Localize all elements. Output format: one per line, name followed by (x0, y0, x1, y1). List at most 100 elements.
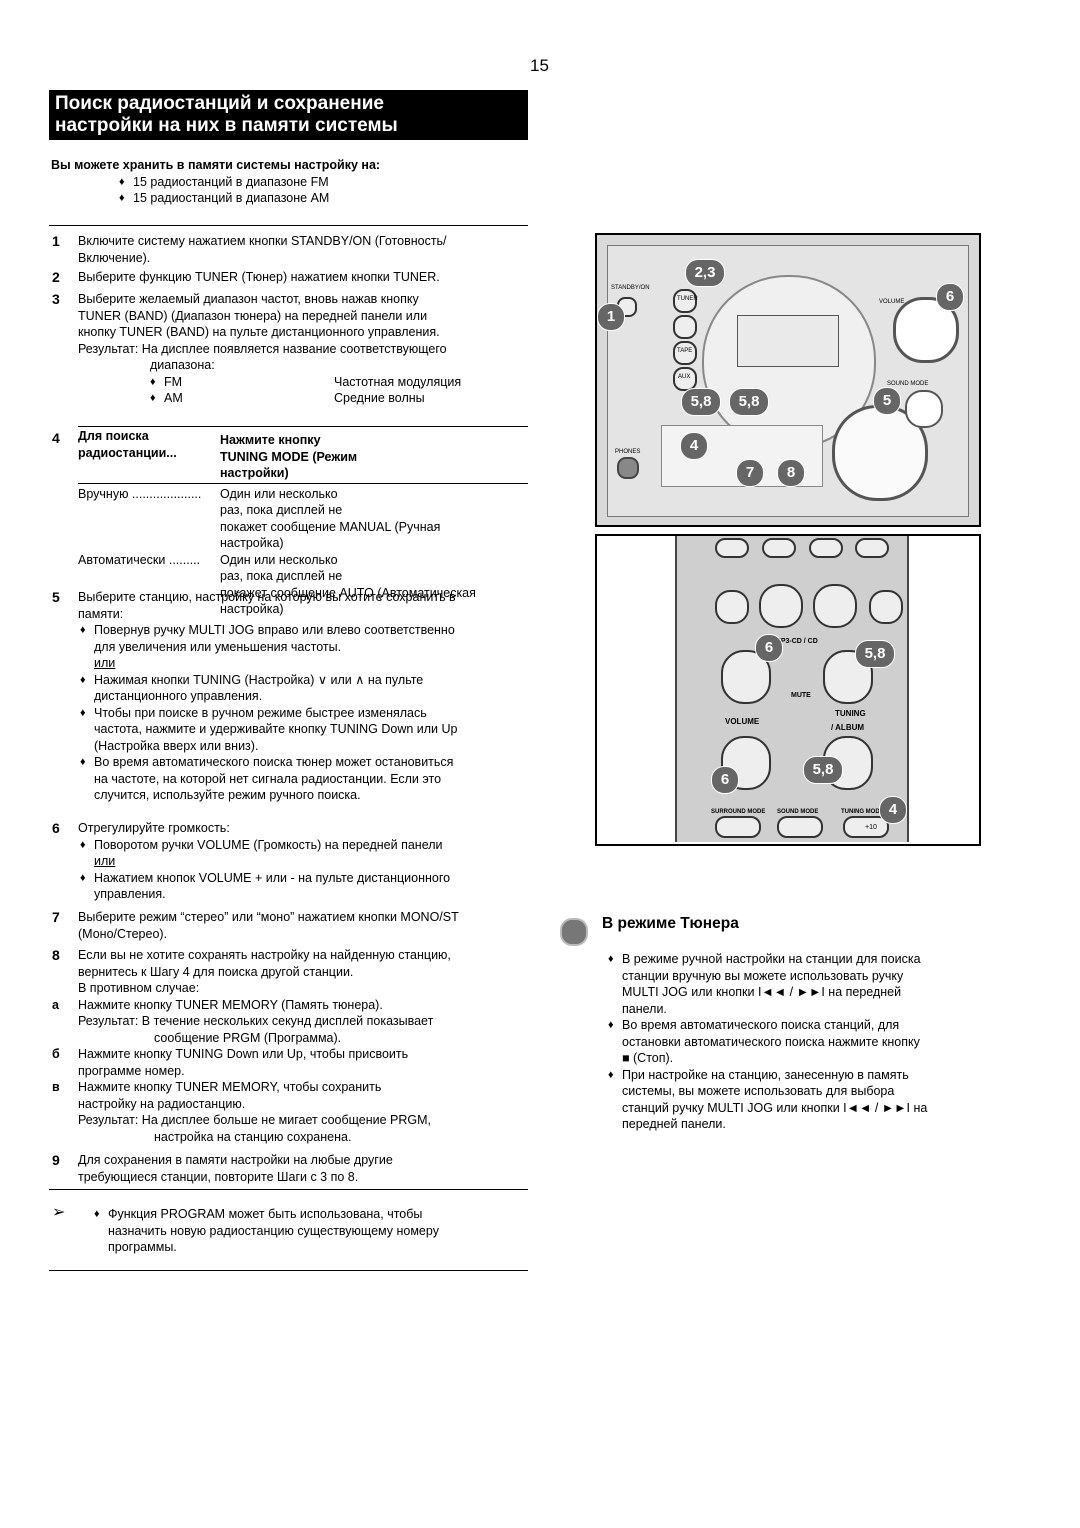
step-9-line-1: Для сохранения в памяти настройки на люб… (78, 1153, 393, 1167)
note: Функция PROGRAM может быть использована,… (92, 1206, 528, 1256)
step-number: 5 (52, 589, 60, 605)
bullet-line: передней панели. (622, 1117, 726, 1131)
table-row: Автоматически ......... Один или несколь… (78, 552, 528, 618)
page-number: 15 (530, 56, 549, 75)
bullet-line: панели. (622, 1001, 667, 1016)
table-header-1a: Для поиска (78, 429, 149, 443)
table-header-1b: радиостанции... (78, 445, 177, 460)
search-table: Для поиска радиостанции... Нажмите кнопк… (78, 428, 528, 618)
step-9: 9 Для сохранения в памяти настройки на л… (52, 1152, 522, 1185)
manual-line-2: покажет сообщение MANUAL (Ручная (220, 519, 441, 534)
step-3-line-4: Результат: На дисплее появляется названи… (78, 341, 447, 356)
bullet-line: станций ручку MULTI JOG или кнопки I◄◄ /… (622, 1100, 928, 1115)
auto-line-3: настройка) (220, 602, 284, 616)
standby-label: STANDBY/ON (611, 285, 650, 291)
stop-button (762, 538, 796, 558)
intro-section: Вы можете хранить в памяти системы настр… (51, 157, 521, 207)
substep-line: Нажмите кнопку TUNING Down или Up, чтобы… (78, 1047, 409, 1061)
step-badge: 5,8 (803, 756, 843, 784)
substep-result: Результат: На дисплее больше не мигает с… (78, 1113, 432, 1127)
plus10-label: +10 (865, 824, 877, 831)
front-panel-illustration: STANDBY/ON TUNER TAPE AUX PHONES VOLUME … (595, 233, 981, 527)
divider (78, 426, 528, 427)
tuner-bullet-1: В режиме ручной настройки на станции для… (606, 951, 986, 1017)
step-number: 9 (52, 1152, 60, 1168)
bullet-line: Повернув ручку MULTI JOG вправо или влев… (94, 623, 455, 637)
fast-forward-button (855, 538, 889, 558)
step-2: 2 Выберите функцию TUNER (Тюнер) нажатие… (52, 269, 522, 286)
step-1-line-1: Включите систему нажатием кнопки STANDBY… (78, 234, 447, 248)
substep-b: б Нажмите кнопку TUNING Down или Up, что… (52, 1046, 522, 1079)
band-fm: FM (148, 374, 334, 391)
tuner-bullet-3: При настройке на станцию, занесенную в п… (606, 1067, 986, 1133)
divider (49, 1189, 528, 1190)
substep-c: в Нажмите кнопку TUNER MEMORY, чтобы сох… (52, 1079, 522, 1145)
step-6-line-1: Отрегулируйте громкость: (78, 821, 230, 835)
step-6-bullet-2: Нажатием кнопок VOLUME + или - на пульте… (78, 870, 522, 903)
note-arrow-icon: ➢ (52, 1204, 66, 1221)
step-7: 7 Выберите режим “стерео” или “моно” наж… (52, 909, 522, 942)
phones-label: PHONES (615, 449, 641, 455)
divider (49, 225, 528, 226)
tuner-mode-section: В режиме ручной настройки на станции для… (606, 951, 986, 1133)
remote-illustration: MP3-CD / CD MUTE VOLUME TUNING / ALBUM S… (595, 534, 981, 846)
or-label: или (94, 656, 116, 670)
step-badge: 1 (597, 303, 625, 331)
step-3-line-1: Выберите желаемый диапазон частот, вновь… (78, 292, 419, 306)
step-1-line-2: Включение). (78, 250, 151, 265)
bullet-line: Во время автоматического поиска станций,… (622, 1018, 900, 1032)
auto-label: Автоматически ......... (78, 552, 201, 567)
title-line-1: Поиск радиостанций и сохранение (55, 93, 384, 114)
step-badge: 5 (873, 387, 901, 415)
step-3-line-2: TUNER (BAND) (Диапазон тюнера) на передн… (78, 308, 428, 323)
mute-label: MUTE (791, 692, 811, 699)
tuner-mode-heading: В режиме Тюнера (602, 915, 739, 932)
note-line: назначить новую радиостанцию существующе… (108, 1223, 439, 1238)
step-1: 1 Включите систему нажатием кнопки STAND… (52, 233, 522, 266)
substep-mark: в (52, 1080, 60, 1094)
tape-button (673, 341, 697, 365)
substep-result: настройка на станцию сохранена. (154, 1129, 352, 1144)
volume-label: VOLUME (879, 299, 905, 305)
step-6-bullet-1: Поворотом ручки VOLUME (Громкость) на пе… (78, 837, 522, 870)
step-5-line-2: памяти: (78, 606, 124, 621)
bullet-line: Поворотом ручки VOLUME (Громкость) на пе… (94, 837, 443, 852)
step-7-line-1: Выберите режим “стерео” или “моно” нажат… (78, 910, 459, 924)
step-number: 8 (52, 947, 60, 963)
substep-mark: а (52, 997, 59, 1012)
table-header-2b: настройки) (220, 466, 289, 480)
step-number: 3 (52, 291, 60, 307)
bullet-line: ■ (Стоп). (622, 1051, 674, 1065)
step-number: 2 (52, 269, 60, 285)
step-8-line-3: В противном случае: (78, 981, 200, 995)
step-badge: 5,8 (855, 640, 895, 668)
auto-line-2: покажет сообщение AUTO (Автоматическая (220, 585, 476, 600)
step-badge: 6 (936, 283, 964, 311)
tape-label: TAPE (677, 348, 693, 354)
step-5-bullet-1: Повернув ручку MULTI JOG вправо или влев… (78, 622, 522, 672)
step-number: 7 (52, 909, 60, 925)
step-badge: 5,8 (681, 388, 721, 416)
step-8-line-1: Если вы не хотите сохранять настройку на… (78, 948, 451, 962)
step-2-line-1: Выберите функцию TUNER (Тюнер) нажатием … (78, 270, 440, 284)
step-5: 5 Выберите станцию, настройку на которую… (52, 589, 522, 804)
mp3-button (673, 315, 697, 339)
bullet-line: случится, используйте режим ручного поис… (94, 788, 361, 802)
play-pause-button (813, 584, 857, 628)
step-badge: 4 (879, 796, 907, 824)
substep-result: Результат: В течение нескольких секунд д… (78, 1014, 434, 1028)
intro-item-am: 15 радиостанций в диапазоне AM (117, 190, 521, 207)
step-number: 1 (52, 233, 60, 249)
phones-jack-icon (617, 457, 639, 479)
bullet-line: MULTI JOG или кнопки I◄◄ / ►►I на передн… (622, 985, 902, 999)
substep-mark: б (52, 1047, 60, 1061)
auto-line-1: Один или несколько раз, пока дисплей не (220, 552, 343, 584)
bullet-line: дистанционного управления. (94, 689, 263, 703)
step-badge: 6 (755, 634, 783, 662)
prev-button (715, 590, 749, 624)
step-7-line-2: (Моно/Стерео). (78, 926, 168, 941)
substep-line: Нажмите кнопку TUNER MEMORY (Память тюне… (78, 997, 383, 1012)
band-fm-desc: Частотная модуляция (334, 374, 462, 389)
step-5-line-1: Выберите станцию, настройку на которую в… (78, 590, 456, 604)
table-header-2a: Нажмите кнопку TUNING MODE (Режим (220, 433, 358, 464)
